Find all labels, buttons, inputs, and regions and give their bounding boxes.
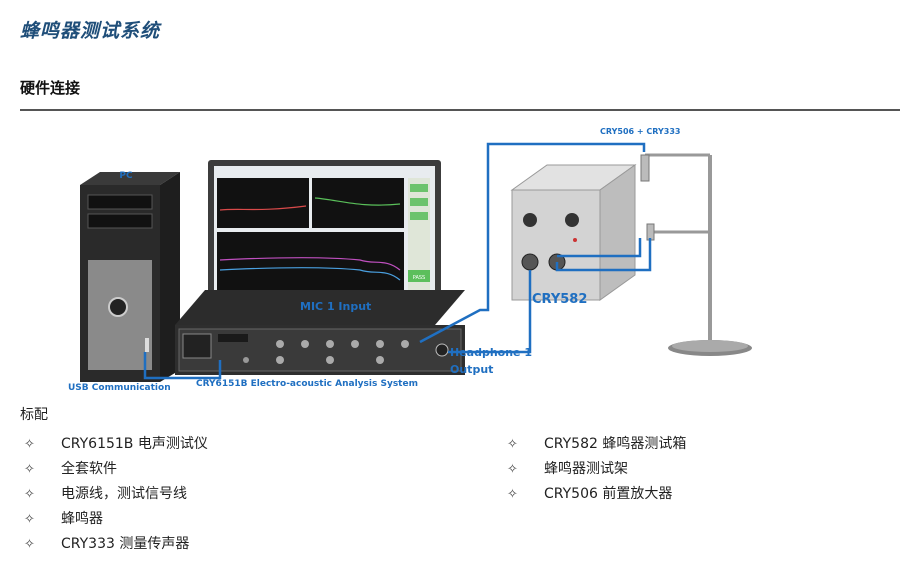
- list-item-text: 全套软件: [61, 461, 117, 477]
- cables: [143, 142, 652, 380]
- monitor-image: PASS: [208, 160, 441, 334]
- standard-config-label: 标配: [20, 407, 48, 423]
- tester-label: CRY582: [532, 292, 587, 307]
- sparkle-bullet-icon: ✧: [24, 512, 35, 527]
- list-item: ✧ CRY506 前置放大器: [507, 482, 686, 507]
- page-title: 蜂鸣器测试系统: [20, 20, 161, 42]
- section-title: 硬件连接: [20, 79, 81, 97]
- sparkle-bullet-icon: ✧: [24, 437, 35, 452]
- mic-label: CRY506 + CRY333: [600, 127, 680, 136]
- headphone-output-label: Output: [450, 363, 493, 376]
- standard-items-left: ✧ CRY6151B 电声测试仪 ✧ 全套软件 ✧ 电源线，测试信号线 ✧ 蜂鸣器 ✧ C…: [24, 432, 208, 557]
- mic-stand-image: [640, 153, 752, 356]
- analyzer-label: CRY6151B Electro-acoustic Analysis Syste…: [196, 379, 418, 389]
- section-divider: [20, 109, 900, 111]
- headphone-label: Headphone 1: [450, 346, 532, 359]
- sparkle-bullet-icon: ✧: [507, 462, 518, 477]
- list-item-text: 蜂鸣器: [61, 511, 103, 527]
- analyzer-image: [175, 290, 465, 375]
- list-item: ✧ 电源线，测试信号线: [24, 482, 208, 507]
- mic-input-label: MIC 1 Input: [300, 300, 371, 313]
- list-item-text: 蜂鸣器测试架: [544, 461, 628, 477]
- list-item: ✧ CRY582 蜂鸣器测试箱: [507, 432, 686, 457]
- list-item: ✧ 全套软件: [24, 457, 208, 482]
- hardware-connection-diagram: PC PASS: [68, 127, 752, 393]
- sparkle-bullet-icon: ✧: [24, 462, 35, 477]
- usb-label: USB Communication: [68, 383, 171, 393]
- pc-tower-image: [80, 172, 180, 382]
- list-item: ✧ CRY6151B 电声测试仪: [24, 432, 208, 457]
- list-item-text: 电源线，测试信号线: [61, 486, 187, 502]
- list-item-text: CRY333 测量传声器: [61, 536, 190, 552]
- standard-items-right: ✧ CRY582 蜂鸣器测试箱 ✧ 蜂鸣器测试架 ✧ CRY506 前置放大器: [507, 432, 686, 507]
- sparkle-bullet-icon: ✧: [507, 437, 518, 452]
- list-item-text: CRY582 蜂鸣器测试箱: [544, 436, 687, 452]
- tester-box-image: [510, 164, 637, 301]
- pc-label: PC: [119, 171, 133, 181]
- sparkle-bullet-icon: ✧: [507, 487, 518, 502]
- list-item-text: CRY506 前置放大器: [544, 486, 673, 502]
- sparkle-bullet-icon: ✧: [24, 537, 35, 552]
- list-item: ✧ 蜂鸣器测试架: [507, 457, 686, 482]
- sparkle-bullet-icon: ✧: [24, 487, 35, 502]
- list-item-text: CRY6151B 电声测试仪: [61, 436, 208, 452]
- list-item: ✧ 蜂鸣器: [24, 507, 208, 532]
- list-item: ✧ CRY333 测量传声器: [24, 532, 208, 557]
- monitor-status: PASS: [413, 275, 425, 281]
